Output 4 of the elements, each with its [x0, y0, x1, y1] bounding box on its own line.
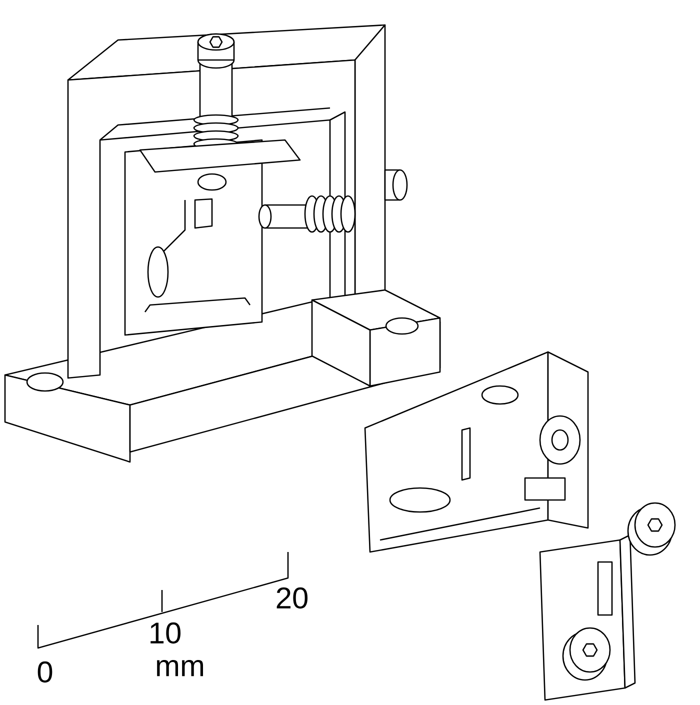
scale-number: 20: [276, 587, 308, 609]
scale-number: 10: [150, 622, 180, 644]
scale-number: 0: [38, 661, 52, 683]
unit-label: mm: [157, 660, 203, 676]
